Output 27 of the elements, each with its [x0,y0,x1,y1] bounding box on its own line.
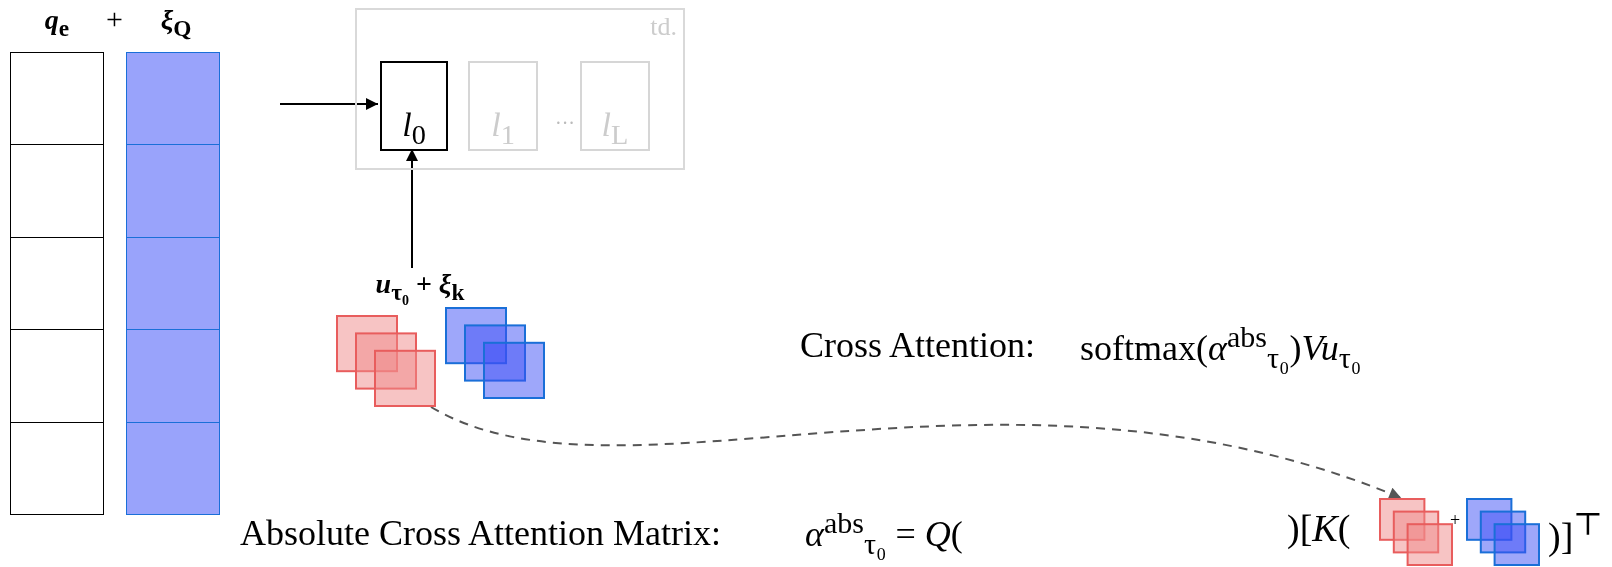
ellipsis: ··· [555,112,575,135]
vector-cell [126,52,220,146]
plus-sign: + [1450,510,1461,531]
decoder-box [355,8,685,170]
formula-label: Cross Attention: [800,324,1036,366]
arrow [279,98,379,110]
arrow [406,148,418,269]
vector-cell [126,144,220,238]
formula-text: softmax(α$^{abs}$$_{τ₀}$)Vu$_{τ₀}$ [1080,320,1362,376]
vector-cell [10,236,104,331]
vector-cell [126,236,220,331]
plus-sign: + [106,2,123,36]
column-heading: ξ$_{Q}$ [159,4,193,42]
layer-box: l$_{0}$ [380,61,448,151]
vector-cell [126,421,220,515]
formula-text: )[K( [1287,506,1351,550]
formula-text: u$_{τ₀}$ + ξ$_{k}$ [340,268,500,308]
dashed-arrow [430,406,1403,500]
vector-cell [10,52,104,146]
vector-cell [10,421,104,515]
formula-text: α$^{abs}$$_{τ₀}$ = Q( [805,506,963,562]
column-heading: q$_{e}$ [43,4,71,42]
formula-text: )]$^{⊤}$ [1548,506,1604,558]
formula-label: Absolute Cross Attention Matrix: [240,512,721,554]
vector-cell [10,329,104,423]
vector-cell [126,329,220,423]
vector-cell [10,144,104,238]
